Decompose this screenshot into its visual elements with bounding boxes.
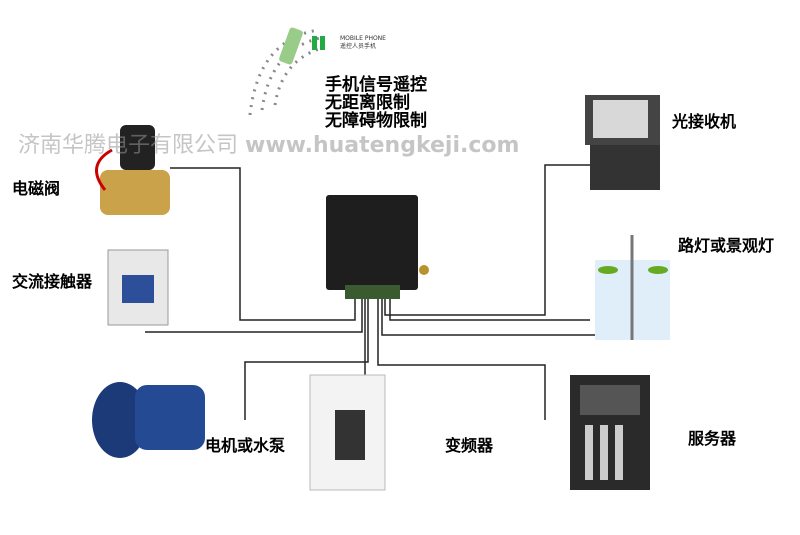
phone-title: MOBILE PHONE bbox=[340, 35, 386, 42]
label-server: 服务器 bbox=[688, 429, 737, 448]
motor-pump-image bbox=[92, 382, 205, 458]
watermark-url: www.huatengkeji.com bbox=[245, 133, 520, 158]
inverter-image bbox=[309, 374, 386, 491]
solenoid-valve-image bbox=[95, 125, 170, 215]
controller-box bbox=[326, 195, 418, 290]
label-inverter: 变频器 bbox=[445, 436, 494, 455]
signal-waves-icon bbox=[248, 28, 323, 116]
signal-line-2: 无距离限制 bbox=[325, 93, 410, 113]
phone-subtitle: 遥控人员手机 bbox=[340, 43, 377, 50]
label-ac-contactor: 交流接触器 bbox=[12, 272, 93, 291]
wires bbox=[145, 164, 600, 420]
optical-receiver-image bbox=[585, 95, 660, 190]
server-image bbox=[570, 375, 650, 490]
label-street-light: 路灯或景观灯 bbox=[678, 236, 775, 255]
label-solenoid-valve: 电磁阀 bbox=[12, 179, 61, 198]
signal-line-3: 无障碍物限制 bbox=[325, 111, 427, 131]
ac-contactor-image bbox=[107, 249, 169, 326]
label-optical-receiver: 光接收机 bbox=[672, 112, 737, 131]
watermark: 济南华腾电子有限公司 www.huatengkeji.com bbox=[18, 134, 519, 158]
label-motor-pump: 电机或水泵 bbox=[205, 436, 286, 455]
signal-text: 手机信号遥控 无距离限制 无障碍物限制 bbox=[325, 76, 427, 130]
watermark-company: 济南华腾电子有限公司 bbox=[18, 133, 239, 158]
mobile-phone-icon bbox=[279, 27, 325, 65]
street-light-image bbox=[595, 235, 670, 340]
signal-line-1: 手机信号遥控 bbox=[325, 75, 427, 95]
